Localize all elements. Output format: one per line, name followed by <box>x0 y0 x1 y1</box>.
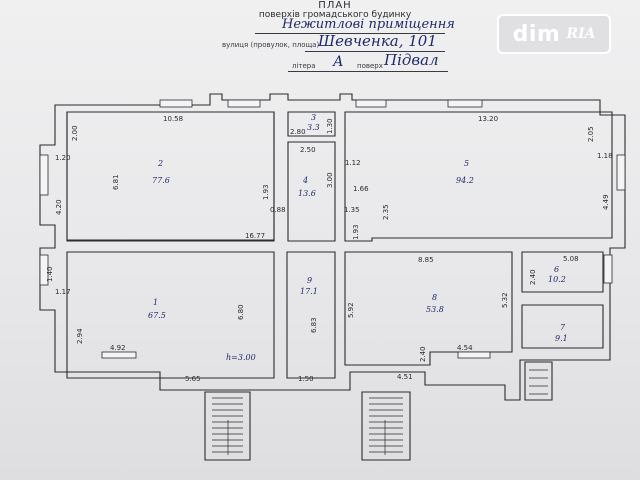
dim-label: 2.00 <box>71 125 79 141</box>
dim-label: 1.12 <box>345 159 361 167</box>
room-7-walls <box>521 304 604 349</box>
room-8-walls <box>344 251 513 366</box>
stairs-small <box>524 361 553 401</box>
dim-label: 1.17 <box>55 288 71 296</box>
dim-label: 3.00 <box>326 172 334 188</box>
dim-label: 2.50 <box>300 146 316 154</box>
stairs-right <box>361 391 411 461</box>
dim-label: 2.80 <box>290 128 306 136</box>
dim-label: 2.94 <box>76 328 84 344</box>
room-2-area: 77.6 <box>152 176 170 185</box>
stairs-left <box>204 391 251 461</box>
room-7-area: 9.1 <box>555 334 568 343</box>
floor-value: Підвал <box>384 51 439 69</box>
room-6-number: 6 <box>554 265 559 274</box>
purpose-underline <box>255 32 445 34</box>
room-2-walls <box>66 111 275 242</box>
dim-label: 1.93 <box>352 224 360 240</box>
room-4-number: 4 <box>302 176 308 185</box>
room-5-walls <box>344 111 613 242</box>
room-3-number: 3 <box>311 113 316 122</box>
dim-label: 1.30 <box>326 118 334 134</box>
room-3-walls <box>287 111 336 137</box>
room-9-number: 9 <box>307 276 312 285</box>
plan-subtitle: поверхів громадського будинку <box>258 10 412 20</box>
dim-label: 2.40 <box>529 269 537 285</box>
street-label: вулиця (провулок, площа) <box>222 41 320 49</box>
dim-label: 1.40 <box>46 266 54 282</box>
room-8-number: 8 <box>432 293 437 302</box>
dim-label: 2.35 <box>382 204 390 220</box>
room-1-walls <box>66 251 275 379</box>
dim-label: 16.77 <box>245 232 265 240</box>
dim-label: 1.50 <box>298 375 314 383</box>
dim-label: 4.20 <box>55 199 63 215</box>
litera-label: літера <box>292 62 316 70</box>
dim-label: 5.08 <box>563 255 579 263</box>
dim-label: 4.54 <box>457 344 473 352</box>
purpose-value: Нежитлові приміщення <box>282 17 455 32</box>
dim-label: 1.35 <box>344 206 360 214</box>
room-1-area: 67.5 <box>148 311 166 320</box>
watermark-logo: RIA <box>566 26 596 42</box>
dim-label: 2.05 <box>587 126 595 142</box>
litera-value: А <box>333 54 344 70</box>
room-6-walls <box>521 251 604 293</box>
dim-label: 13.20 <box>478 115 498 123</box>
dim-label: 10.58 <box>163 115 183 123</box>
dim-label: 6.80 <box>237 304 245 320</box>
room-5-number: 5 <box>464 159 469 168</box>
floor-label: поверх <box>357 62 383 70</box>
dim-label: 5.92 <box>347 302 355 318</box>
dim-label: 6.83 <box>310 317 318 333</box>
dim-label: 1.20 <box>55 154 71 162</box>
room-7-number: 7 <box>560 323 566 332</box>
dim-label: 4.49 <box>602 194 610 210</box>
dim-label: 5.65 <box>185 375 201 383</box>
dim-label: 1.18 <box>597 152 613 160</box>
room-4-area: 13.6 <box>298 189 316 198</box>
dimria-watermark: dim RIA <box>497 14 611 54</box>
stair-treads <box>212 369 548 455</box>
dim-label: 0.88 <box>270 206 286 214</box>
watermark-brand: dim <box>512 21 561 47</box>
room-6-area: 10.2 <box>548 275 566 284</box>
plan-title: ПЛАН <box>318 0 352 11</box>
room-8-area: 53.8 <box>426 305 444 314</box>
room-3-area: 3.3 <box>307 123 320 132</box>
room-2-number: 2 <box>157 159 163 168</box>
street-value: Шевченка, 101 <box>318 32 437 50</box>
litera-underline <box>288 70 448 72</box>
dim-label: 4.92 <box>110 344 126 352</box>
room-5-area: 94.2 <box>456 176 474 185</box>
room-4-walls <box>287 141 336 242</box>
dim-label: 6.81 <box>112 174 120 190</box>
height-note: h=3.00 <box>226 353 256 362</box>
street-underline <box>305 50 445 52</box>
windows <box>39 99 626 359</box>
dim-label: 2.40 <box>419 346 427 362</box>
dim-label: 4.51 <box>397 373 413 381</box>
dim-label: 5.32 <box>501 292 509 308</box>
room-9-walls <box>286 251 336 379</box>
dim-label: 1.66 <box>353 185 369 193</box>
room-9-area: 17.1 <box>300 287 318 296</box>
room-1-number: 1 <box>153 298 158 307</box>
dim-label: 8.85 <box>418 256 434 264</box>
dim-label: 1.93 <box>262 184 270 200</box>
